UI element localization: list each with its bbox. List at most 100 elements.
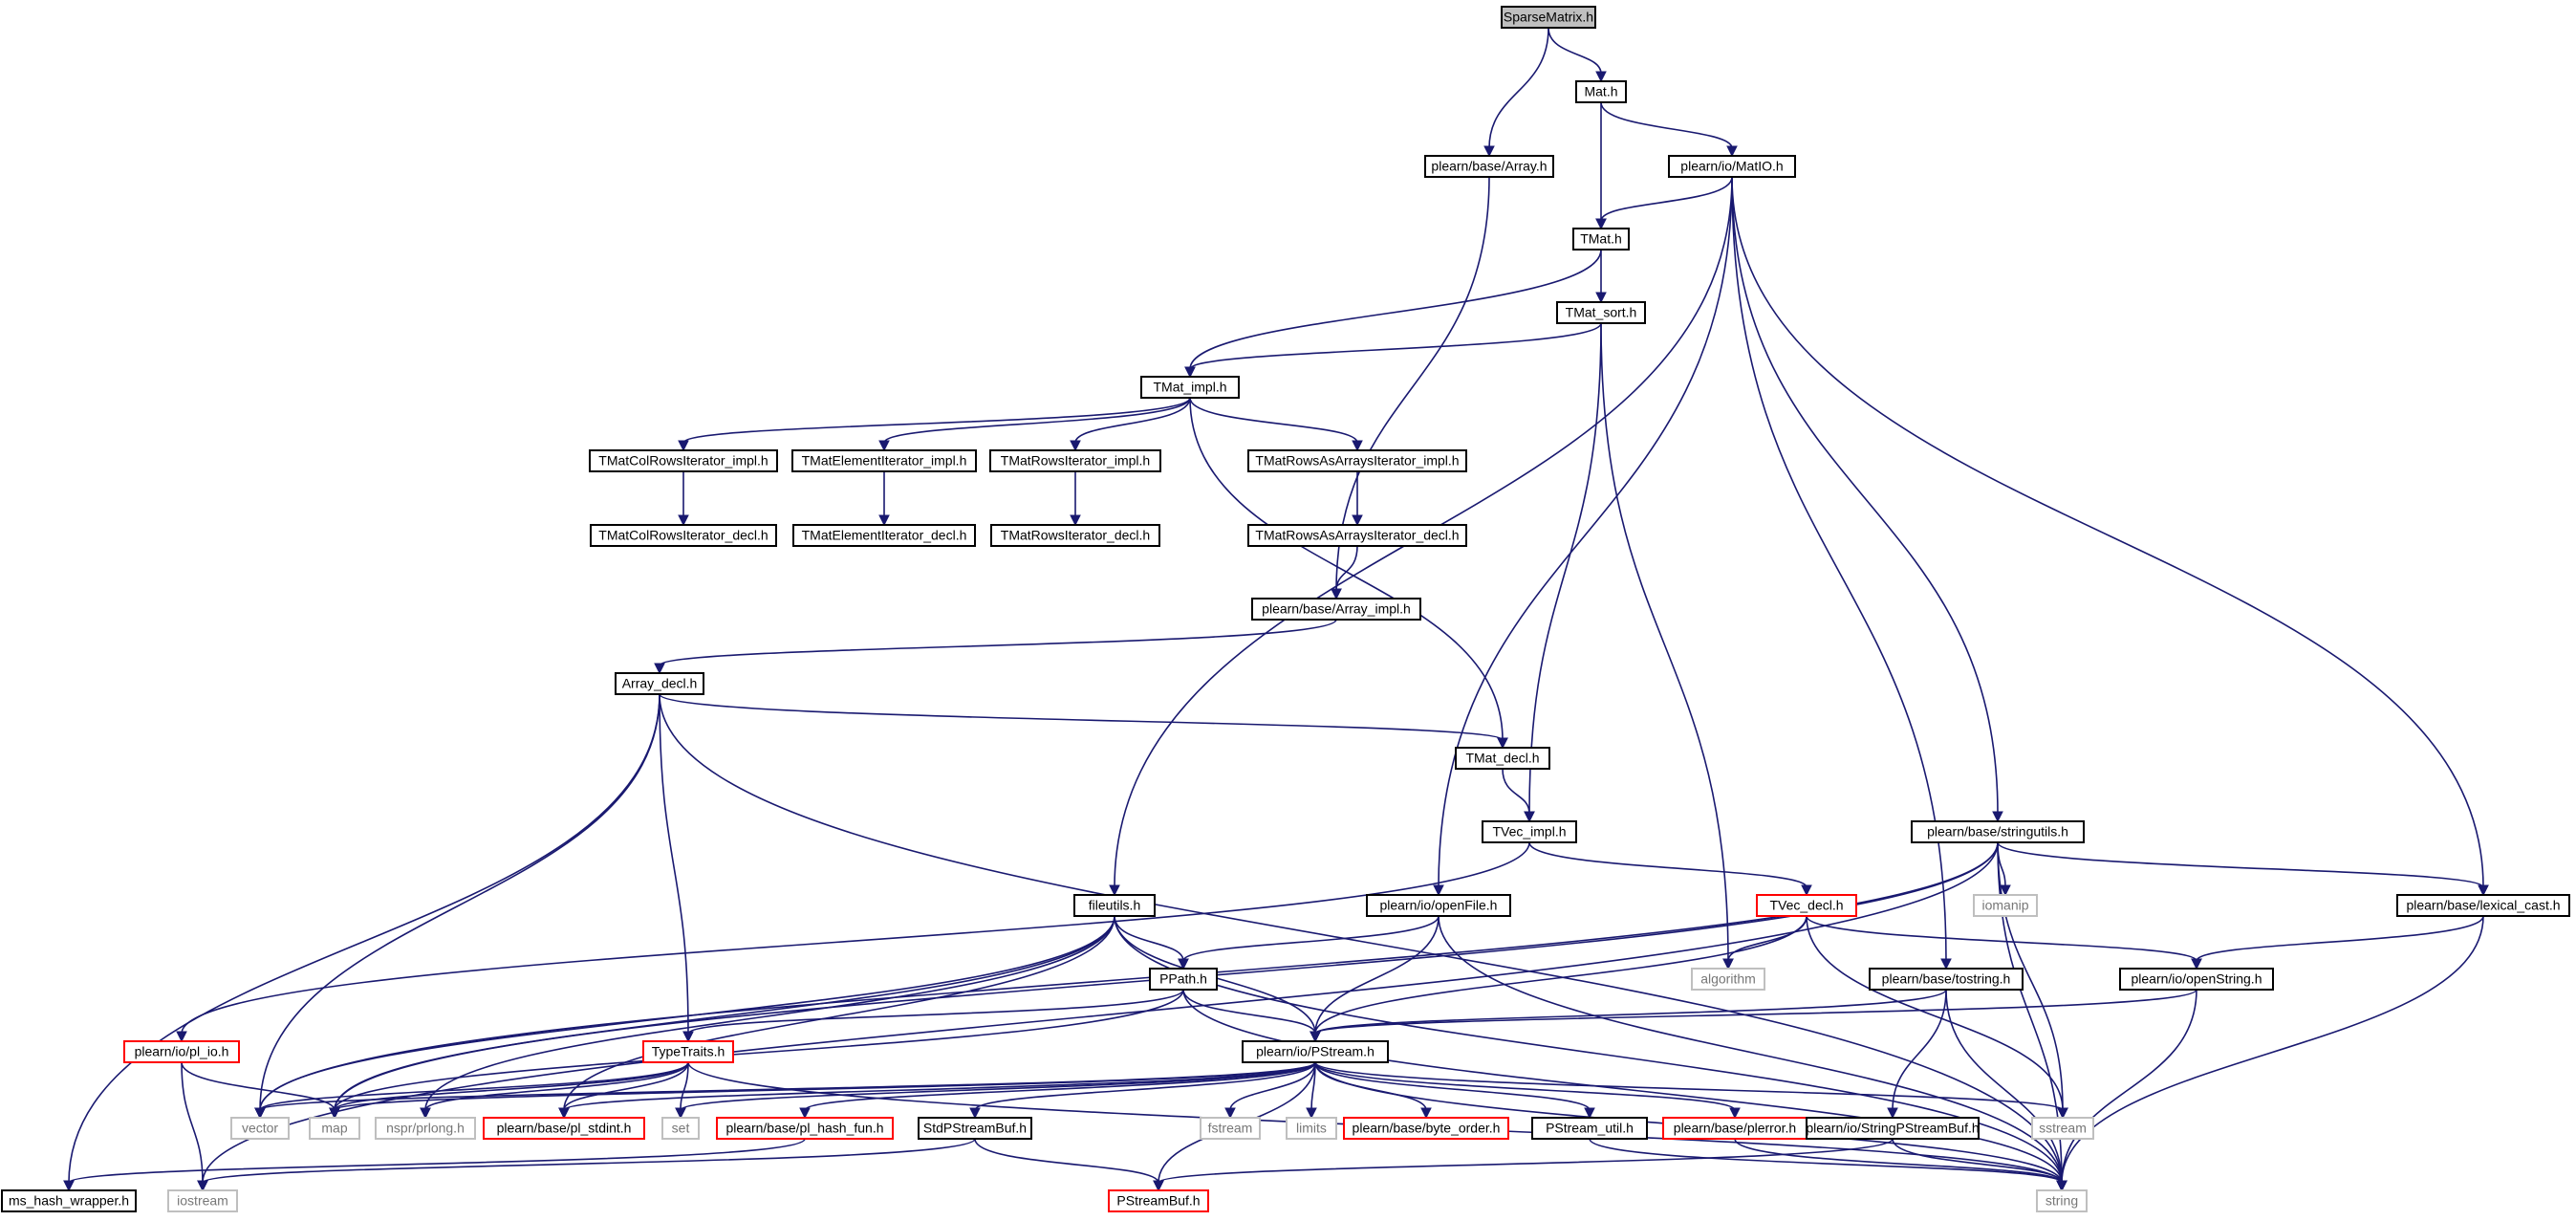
node-limits[interactable]: limits — [1286, 1117, 1337, 1140]
node-matio[interactable]: plearn/io/MatIO.h — [1668, 155, 1796, 178]
node-rowsimpl[interactable]: TMatRowsIterator_impl.h — [989, 449, 1161, 472]
arrowhead-arrayimpl-to-arraydecl — [654, 663, 665, 675]
arrowhead-tmatimpl-to-rowsimpl — [1070, 440, 1081, 452]
node-lexical[interactable]: plearn/base/lexical_cast.h — [2396, 894, 2570, 917]
node-string[interactable]: string — [2036, 1189, 2088, 1212]
arrowhead-rowsarrimpl-to-rowsarrdecl — [1352, 514, 1363, 527]
edge-openstring-to-pstream — [1314, 989, 2197, 1035]
arrowhead-pstream-to-byteorder — [1420, 1107, 1432, 1120]
node-label: plearn/base/byte_order.h — [1353, 1121, 1501, 1136]
node-ppath[interactable]: PPath.h — [1149, 968, 1218, 991]
node-label: TMatRowsIterator_decl.h — [1001, 528, 1150, 543]
arrowhead-hashfun-to-mshash — [63, 1180, 75, 1192]
node-label: plearn/io/StringPStreamBuf.h — [1806, 1121, 1979, 1136]
node-box — [1247, 524, 1467, 547]
edge-matio-to-lexical — [1731, 176, 2484, 888]
node-box — [1149, 968, 1218, 991]
node-algorithm[interactable]: algorithm — [1691, 968, 1765, 991]
node-array[interactable]: plearn/base/Array.h — [1424, 155, 1554, 178]
node-mat[interactable]: Mat.h — [1575, 80, 1627, 103]
node-label: SparseMatrix.h — [1504, 10, 1593, 25]
node-typetraits[interactable]: TypeTraits.h — [642, 1040, 734, 1063]
arrowhead-strpsbuf-to-psbuf — [1153, 1180, 1164, 1192]
arrowhead-ppath-to-pstream — [1310, 1031, 1321, 1043]
edge-arraydecl-to-typetraits — [659, 693, 689, 1035]
arrowhead-strpsbuf-to-string — [2056, 1180, 2067, 1192]
node-stdint[interactable]: plearn/base/pl_stdint.h — [483, 1117, 645, 1140]
node-sparse[interactable]: SparseMatrix.h — [1501, 6, 1596, 29]
node-elemdecl[interactable]: TMatElementIterator_decl.h — [792, 524, 976, 547]
node-arrayimpl[interactable]: plearn/base/Array_impl.h — [1251, 598, 1421, 621]
node-label: TMatElementIterator_impl.h — [802, 453, 967, 469]
node-vector[interactable]: vector — [230, 1117, 290, 1140]
node-openstring[interactable]: plearn/io/openString.h — [2119, 968, 2274, 991]
edge-psutil-to-string — [1589, 1138, 2063, 1184]
edge-openfile-to-pstream — [1314, 915, 1440, 1035]
node-box — [791, 449, 977, 472]
arrowhead-tmatsort-to-tmatimpl — [1184, 366, 1196, 379]
node-stdpsbuf[interactable]: StdPStreamBuf.h — [918, 1117, 1032, 1140]
node-tvecimpl[interactable]: TVec_impl.h — [1482, 820, 1577, 843]
arrowhead-tostring-to-strpsbuf — [1887, 1107, 1898, 1120]
node-rowsarrimpl[interactable]: TMatRowsAsArraysIterator_impl.h — [1247, 449, 1467, 472]
node-tostring[interactable]: plearn/base/tostring.h — [1869, 968, 2024, 991]
node-box — [1756, 894, 1857, 917]
node-tmat[interactable]: TMat.h — [1572, 228, 1630, 251]
node-colrowsdecl[interactable]: TMatColRowsIterator_decl.h — [590, 524, 777, 547]
arrowhead-stringutils-to-iomanip — [2000, 884, 2011, 897]
node-label: set — [672, 1121, 690, 1136]
node-strpsbuf[interactable]: plearn/io/StringPStreamBuf.h — [1806, 1117, 1980, 1140]
node-tmatsort[interactable]: TMat_sort.h — [1556, 301, 1646, 324]
arrowhead-tmatimpl-to-rowsarrimpl — [1352, 440, 1363, 452]
node-label: iostream — [177, 1193, 228, 1209]
node-fstream[interactable]: fstream — [1200, 1117, 1261, 1140]
edge-pstream-to-stdint — [563, 1061, 1316, 1111]
node-label: ms_hash_wrapper.h — [9, 1193, 129, 1209]
node-stringutils[interactable]: plearn/base/stringutils.h — [1911, 820, 2085, 843]
node-label: TMatElementIterator_decl.h — [802, 528, 967, 543]
node-elemimpl[interactable]: TMatElementIterator_impl.h — [791, 449, 977, 472]
edge-stdpsbuf-to-iostream — [202, 1138, 976, 1184]
node-openfile[interactable]: plearn/io/openFile.h — [1366, 894, 1511, 917]
node-rowsarrdecl[interactable]: TMatRowsAsArraysIterator_decl.h — [1247, 524, 1467, 547]
node-label: map — [321, 1121, 347, 1136]
edge-pstream-to-map — [334, 1061, 1316, 1111]
node-pstream[interactable]: plearn/io/PStream.h — [1242, 1040, 1389, 1063]
edge-tmatsort-to-tmatimpl — [1189, 322, 1602, 370]
node-plerror[interactable]: plearn/base/plerror.h — [1662, 1117, 1808, 1140]
node-rowsdecl[interactable]: TMatRowsIterator_decl.h — [990, 524, 1160, 547]
edge-tmat-to-tmatimpl — [1189, 249, 1602, 370]
node-label: StdPStreamBuf.h — [923, 1121, 1027, 1136]
edge-pstream-to-psutil — [1314, 1061, 1591, 1111]
node-tmatdecl[interactable]: TMat_decl.h — [1455, 747, 1550, 770]
node-set[interactable]: set — [661, 1117, 700, 1140]
edge-mat-to-matio — [1600, 101, 1733, 149]
edge-openfile-to-string — [1438, 915, 2063, 1184]
node-box — [1286, 1117, 1337, 1140]
node-byteorder[interactable]: plearn/base/byte_order.h — [1343, 1117, 1509, 1140]
node-iomanip[interactable]: iomanip — [1973, 894, 2038, 917]
node-arraydecl[interactable]: Array_decl.h — [615, 672, 704, 695]
node-sstream[interactable]: sstream — [2031, 1117, 2094, 1140]
node-box — [1242, 1040, 1389, 1063]
node-psbuf[interactable]: PStreamBuf.h — [1108, 1189, 1209, 1212]
arrowhead-matio-to-tmat — [1595, 218, 1607, 230]
node-fileutils[interactable]: fileutils.h — [1073, 894, 1156, 917]
node-mshash[interactable]: ms_hash_wrapper.h — [1, 1189, 137, 1212]
node-hashfun[interactable]: plearn/base/pl_hash_fun.h — [716, 1117, 894, 1140]
node-colrowsimpl[interactable]: TMatColRowsIterator_impl.h — [589, 449, 778, 472]
node-plio[interactable]: plearn/io/pl_io.h — [123, 1040, 240, 1063]
node-tvecdecl[interactable]: TVec_decl.h — [1756, 894, 1857, 917]
node-prlong[interactable]: nspr/prlong.h — [375, 1117, 476, 1140]
node-iostream[interactable]: iostream — [167, 1189, 238, 1212]
node-box — [123, 1040, 240, 1063]
arrowhead-typetraits-to-prlong — [420, 1107, 431, 1120]
node-tmatimpl[interactable]: TMat_impl.h — [1140, 376, 1240, 399]
node-map[interactable]: map — [309, 1117, 360, 1140]
node-label: TMatRowsAsArraysIterator_decl.h — [1255, 528, 1459, 543]
arrowhead-matio-to-fileutils — [1109, 884, 1120, 897]
node-psutil[interactable]: PStream_util.h — [1531, 1117, 1648, 1140]
node-label: nspr/prlong.h — [386, 1121, 465, 1136]
node-label: TMatRowsAsArraysIterator_impl.h — [1255, 453, 1459, 469]
